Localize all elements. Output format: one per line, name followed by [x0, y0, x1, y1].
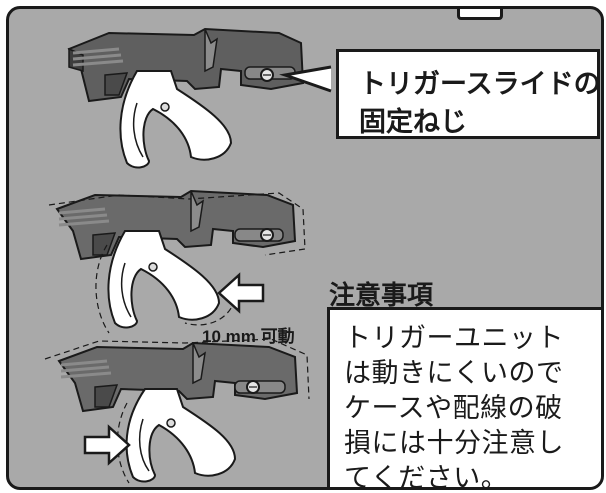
screw-callout: トリガースライドの 固定ねじ [336, 49, 601, 139]
screw-callout-line-2: 固定ねじ [359, 107, 467, 138]
trigger-unit-illustrations [44, 27, 332, 484]
callout-pointer [279, 65, 332, 93]
screw-callout-line-1: トリガースライドの [359, 69, 601, 100]
note-line: ケースや配線の破 [344, 393, 563, 424]
note-line: 損には十分注意し [344, 428, 564, 459]
caution-note-box: トリガーユニット は動きにくいので ケースや配線の破 損には十分注意し てくださ… [327, 307, 601, 490]
movement-label: 10 mm 可動 [202, 327, 295, 346]
trigger-unit-figure-2 [48, 189, 306, 334]
arrow-right-icon [83, 424, 131, 466]
note-line: トリガーユニット [344, 323, 564, 354]
note-line: てください。 [344, 463, 509, 490]
diagram-panel: トリガースライドの 固定ねじ 10 mm 可動 注意事項 トリガーユニット は動… [6, 6, 604, 490]
trigger-unit-figure-3 [44, 338, 310, 484]
note-line: は動きにくいので [344, 358, 564, 389]
caution-heading: 注意事項 [329, 281, 434, 311]
top-callout-tail [457, 9, 503, 20]
arrow-left-icon [217, 272, 265, 314]
trigger-unit-figure-1 [67, 27, 305, 169]
